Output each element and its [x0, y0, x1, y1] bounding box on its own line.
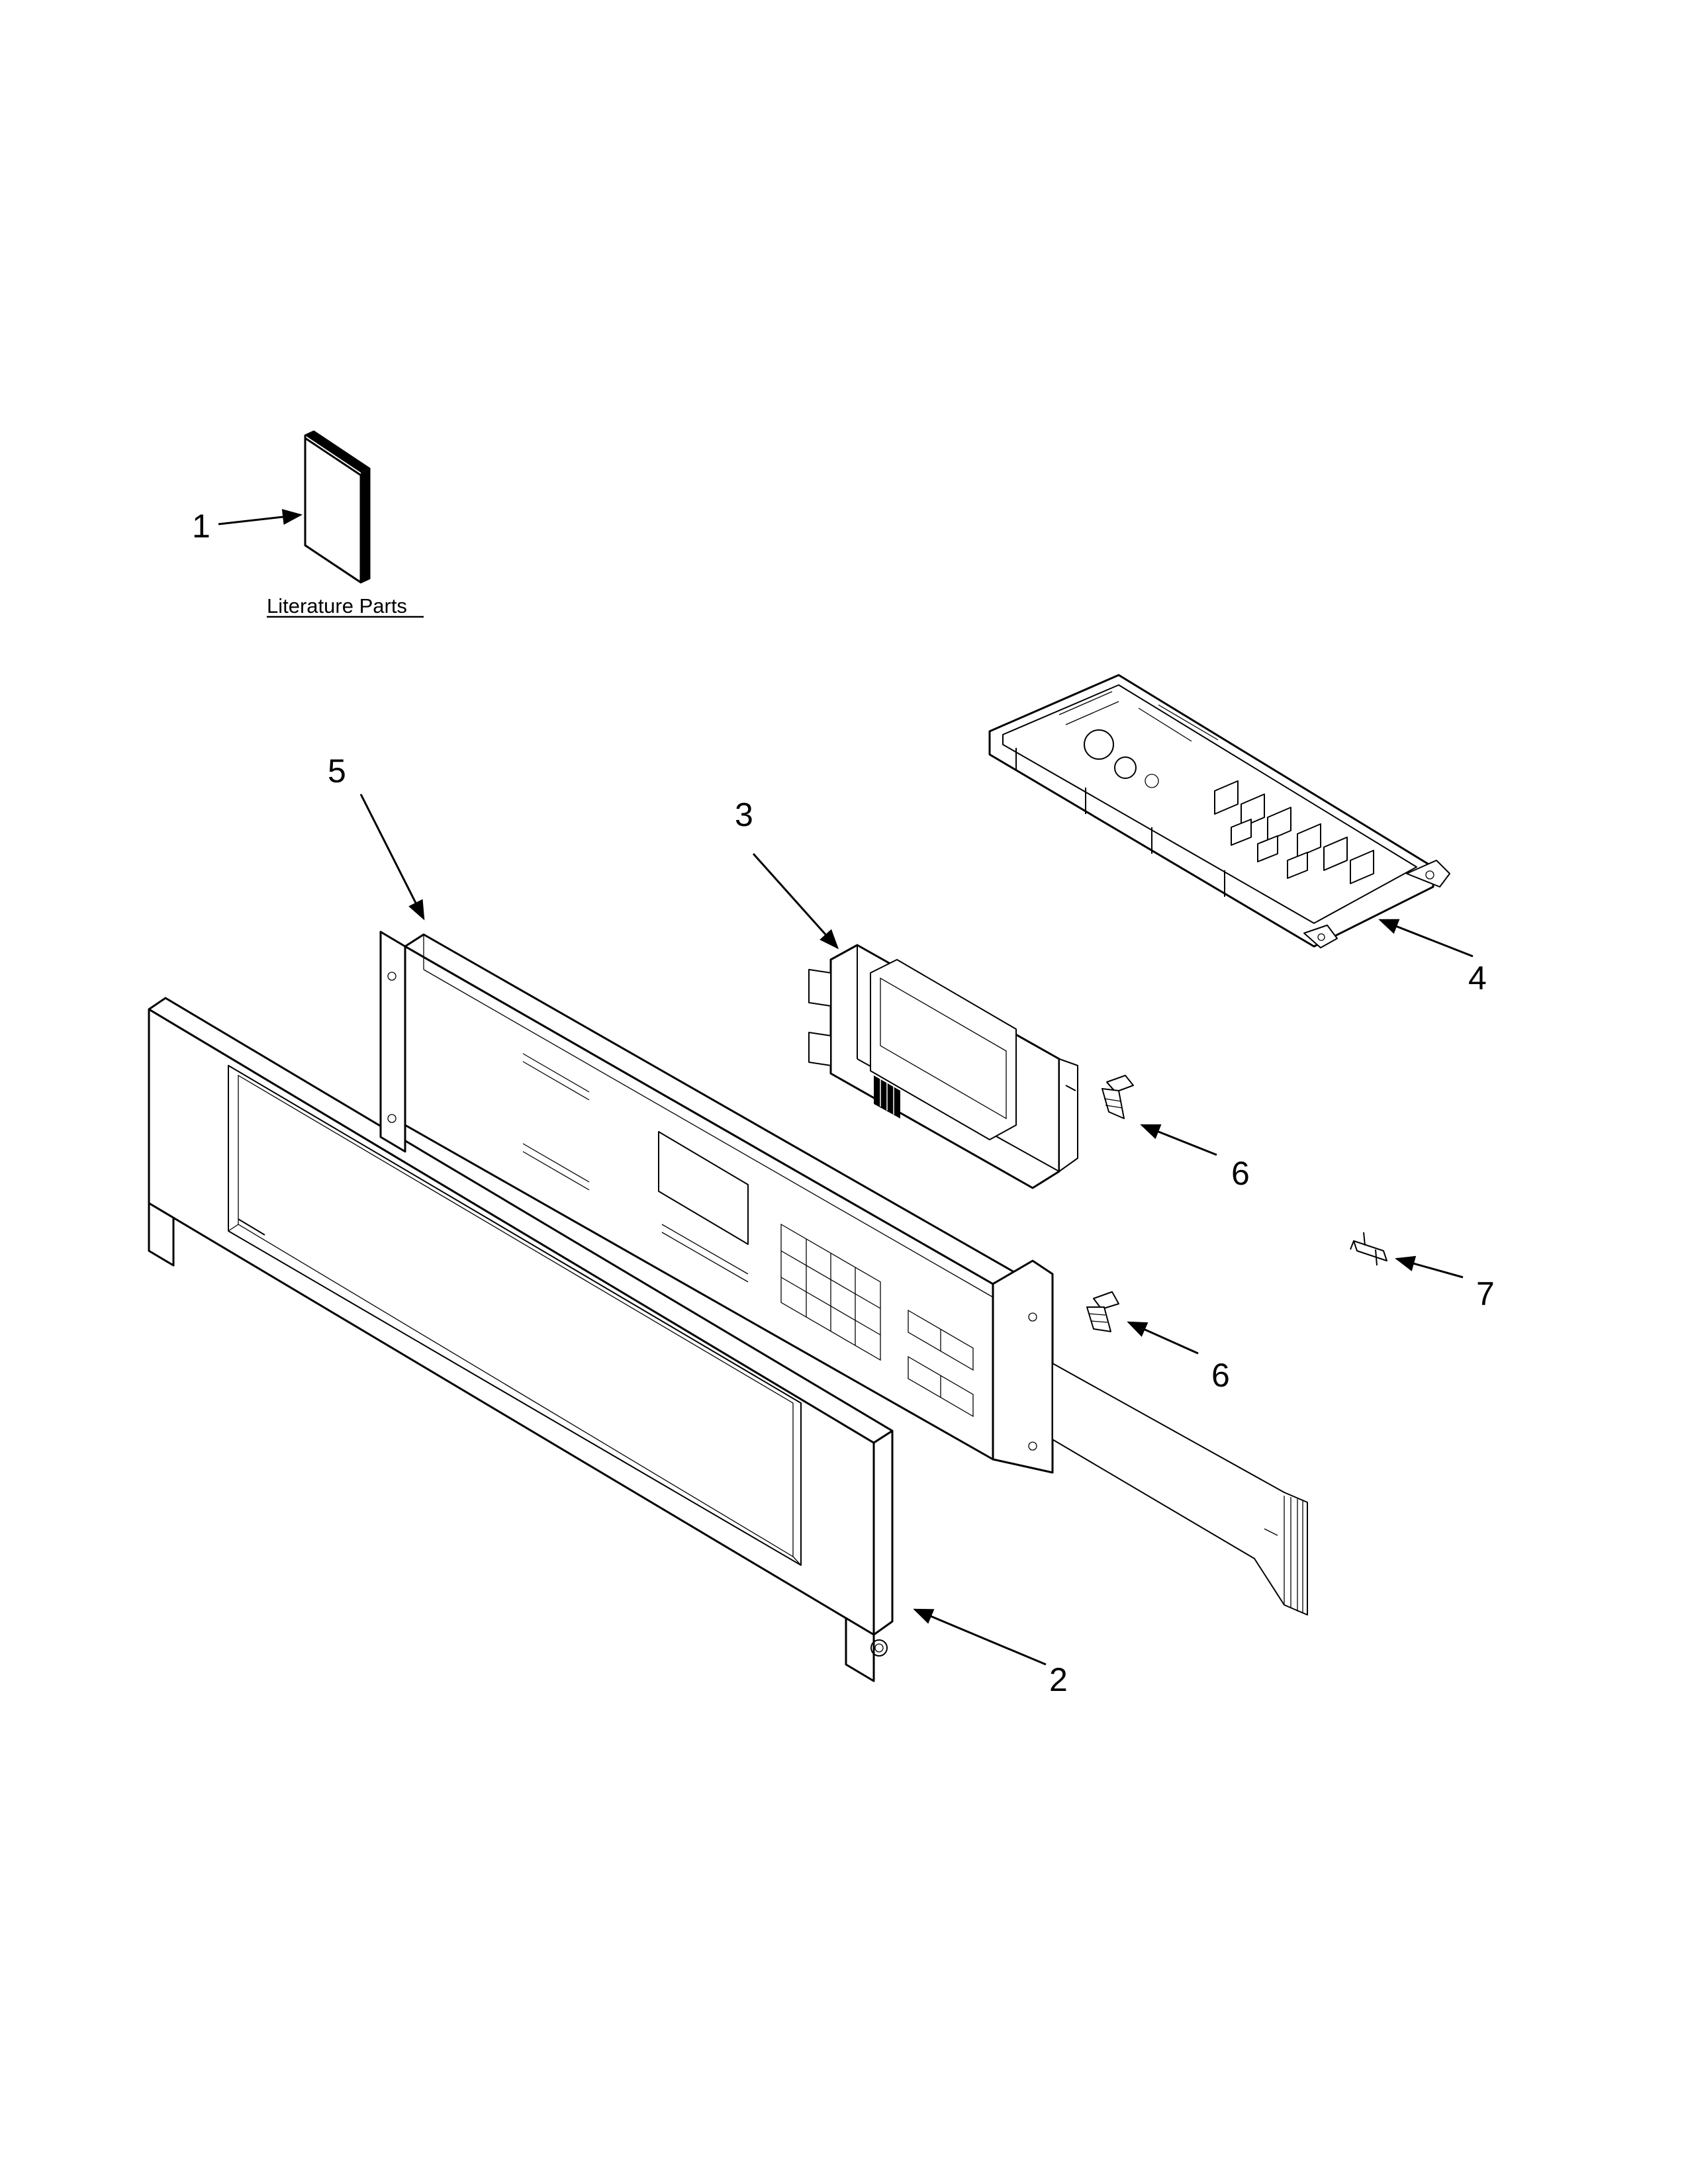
callout-5: 5	[328, 752, 346, 790]
leader-line-7	[1395, 1255, 1464, 1279]
callout-1: 1	[192, 508, 211, 545]
screw-upper	[1102, 1075, 1134, 1119]
callout-3: 3	[735, 796, 753, 833]
callout-7: 7	[1476, 1275, 1495, 1312]
console-trim-panel	[148, 997, 894, 1682]
callout-6-upper: 6	[1231, 1155, 1250, 1192]
leader-line-5	[359, 794, 425, 921]
literature-book-icon	[304, 430, 371, 584]
callout-2: 2	[1049, 1661, 1068, 1698]
screw-lower	[1086, 1291, 1119, 1332]
display-board	[808, 944, 1078, 1189]
callout-6-lower: 6	[1211, 1357, 1230, 1394]
leader-line-6-upper	[1140, 1124, 1217, 1156]
leader-line-2	[913, 1608, 1047, 1666]
leader-line-4	[1378, 919, 1474, 958]
small-clip	[1350, 1232, 1387, 1266]
leader-line-3	[752, 853, 839, 950]
leader-line-1	[218, 509, 303, 525]
control-panel-assembly	[379, 931, 1308, 1615]
leader-line-6-lower	[1127, 1321, 1199, 1355]
electronic-control-board	[988, 674, 1450, 948]
callout-4: 4	[1468, 960, 1487, 997]
literature-parts-label: Literature Parts	[267, 594, 407, 617]
